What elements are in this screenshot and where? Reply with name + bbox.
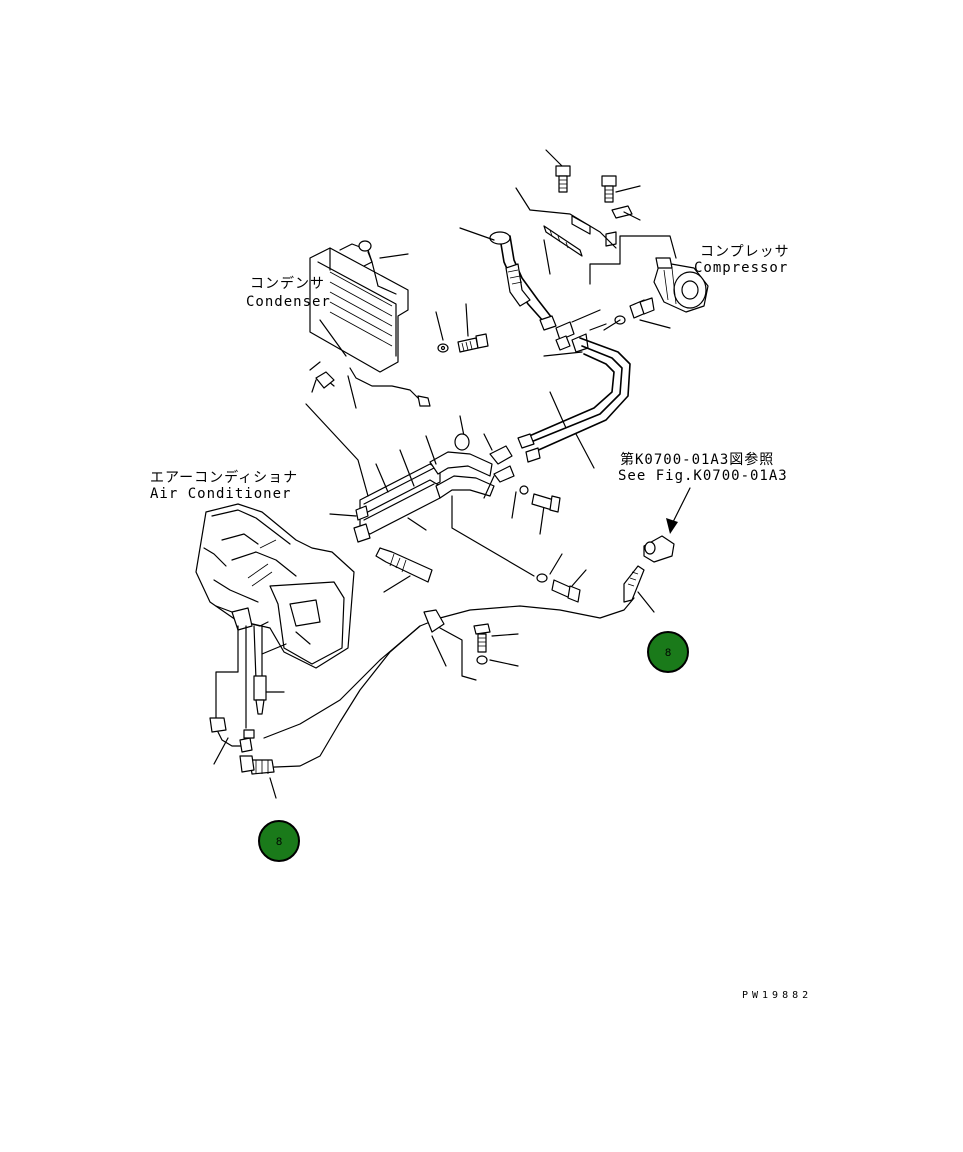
condenser-label-en: Condenser xyxy=(246,294,331,310)
discharge-hose[interactable] xyxy=(459,215,591,323)
compressor-bolt-icon[interactable] xyxy=(555,165,571,193)
badge-right-number: 8 xyxy=(665,647,671,659)
drawing-code: PW19882 xyxy=(742,990,812,1001)
hose-clamp-icon[interactable] xyxy=(423,609,519,681)
aircon-label-jp: エアーコンディショナ xyxy=(150,469,298,486)
continuation-badge-right[interactable]: 8 xyxy=(647,631,689,673)
reference-label-jp: 第K0700-01A3図参照 xyxy=(620,451,774,468)
compressor-mount-bolt-icon[interactable] xyxy=(614,297,655,325)
compressor-leader-lines xyxy=(515,149,677,331)
condenser-bolt-icon[interactable] xyxy=(457,333,489,353)
block-washer-icon[interactable] xyxy=(454,433,548,583)
pipe-block-assembly[interactable] xyxy=(353,445,515,543)
compressor-fittings[interactable] xyxy=(539,309,607,357)
hose-lower-left[interactable] xyxy=(375,547,433,593)
compressor-unit[interactable] xyxy=(653,257,709,313)
air-conditioner-unit[interactable] xyxy=(195,503,355,669)
condenser-label-jp: コンデンサ xyxy=(250,275,325,292)
condenser-unit[interactable] xyxy=(309,240,431,407)
compressor-label-jp: コンプレッサ xyxy=(700,244,790,260)
condenser-leader-lines xyxy=(319,253,469,409)
reference-label-en: See Fig.K0700-01A3 xyxy=(618,468,788,484)
liquid-hose-long[interactable] xyxy=(239,597,635,799)
block-bolt-icon[interactable] xyxy=(531,493,581,603)
compressor-bracket-icon[interactable] xyxy=(605,205,633,247)
aircon-label-en: Air Conditioner xyxy=(150,486,291,502)
compressor-label-en: Compressor xyxy=(694,260,788,276)
badge-left-number: 8 xyxy=(276,836,282,848)
reference-arrow-icon xyxy=(666,487,691,534)
aircon-drain-pipes[interactable] xyxy=(209,625,287,765)
pipe-block-leader-lines xyxy=(305,403,545,577)
continuation-badge-left[interactable]: 8 xyxy=(258,820,300,862)
refrigerant-pipes-upper[interactable] xyxy=(517,337,631,469)
compressor-bolt-2-icon[interactable] xyxy=(601,175,617,203)
block-leader-2 xyxy=(549,553,587,587)
condenser-washer-icon[interactable] xyxy=(437,343,449,353)
reference-fitting[interactable] xyxy=(623,535,675,613)
